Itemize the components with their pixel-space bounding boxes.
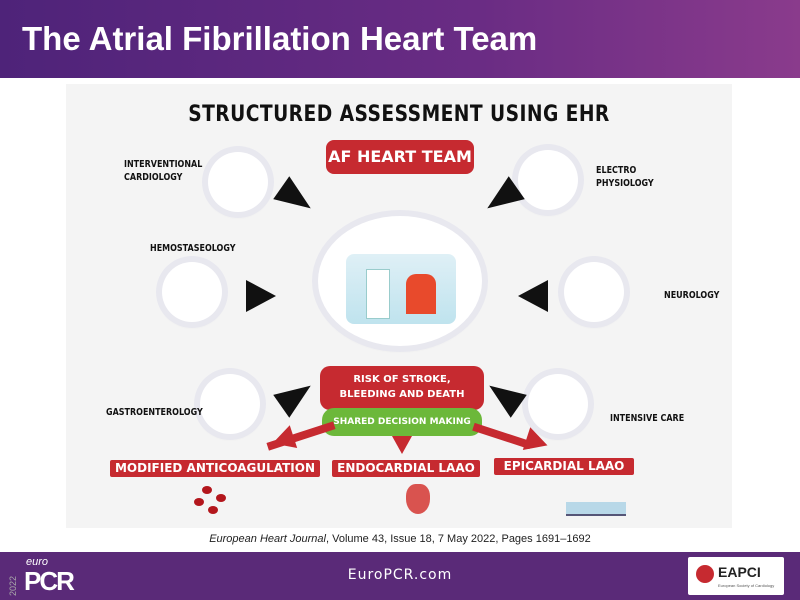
outcome-epicardial-laao: EPICARDIAL LAAO — [494, 458, 634, 475]
electrophysiology-icon — [518, 150, 578, 210]
website-link[interactable]: EuroPCR.com — [347, 567, 453, 583]
label-hemostaseology: HEMOSTASEOLOGY — [150, 243, 236, 254]
arrowhead-icon — [522, 427, 552, 457]
hemostaseology-icon — [162, 262, 222, 322]
shared-decision-box: SHARED DECISION MAKING — [322, 408, 482, 436]
infographic: STRUCTURED ASSESSMENT USING EHR AF HEART… — [66, 84, 732, 528]
arrowhead-icon — [268, 425, 298, 455]
arrowhead-icon — [392, 436, 412, 454]
outcome-endocardial-laao: ENDOCARDIAL LAAO — [332, 460, 480, 477]
label-electrophysiology: ELECTRO PHYSIOLOGY — [596, 165, 654, 189]
gastroenterology-icon — [200, 374, 260, 434]
label-gastroenterology: GASTROENTEROLOGY — [106, 407, 203, 418]
red-arrow-right — [472, 422, 532, 450]
citation: European Heart Journal, Volume 43, Issue… — [0, 533, 800, 545]
arrow-icon — [273, 374, 319, 418]
eapci-logo: EAPCI European Society of Cardiology — [688, 557, 784, 595]
infographic-heading: STRUCTURED ASSESSMENT USING EHR — [188, 102, 610, 127]
label-neurology: NEUROLOGY — [664, 290, 720, 301]
label-interventional-cardiology: INTERVENTIONAL CARDIOLOGY — [124, 159, 203, 183]
arrow-icon — [246, 280, 276, 312]
slide-header: The Atrial Fibrillation Heart Team — [0, 0, 800, 78]
citation-details: , Volume 43, Issue 18, 7 May 2022, Pages… — [325, 533, 591, 545]
slide-title: The Atrial Fibrillation Heart Team — [22, 20, 538, 57]
neurology-icon — [564, 262, 624, 322]
surgery-icon — [566, 484, 626, 516]
label-intensive-care: INTENSIVE CARE — [610, 413, 685, 424]
arrow-icon — [273, 176, 319, 220]
doctor-patient-illustration — [346, 254, 456, 324]
heart-logo-icon — [696, 565, 714, 583]
arrow-icon — [518, 280, 548, 312]
citation-journal: European Heart Journal — [209, 533, 326, 545]
interventional-cardiology-icon — [208, 152, 268, 212]
intensive-care-icon — [528, 374, 588, 434]
arrow-icon — [481, 374, 527, 418]
heart-icon — [406, 484, 430, 514]
risk-box: RISK OF STROKE, BLEEDING AND DEATH — [320, 366, 484, 410]
footer: 2022 euro PCR EuroPCR.com EAPCI European… — [0, 552, 800, 600]
af-heart-team-label: AF HEART TEAM — [326, 140, 474, 174]
outcome-modified-anticoagulation: MODIFIED ANTICOAGULATION — [110, 460, 320, 477]
